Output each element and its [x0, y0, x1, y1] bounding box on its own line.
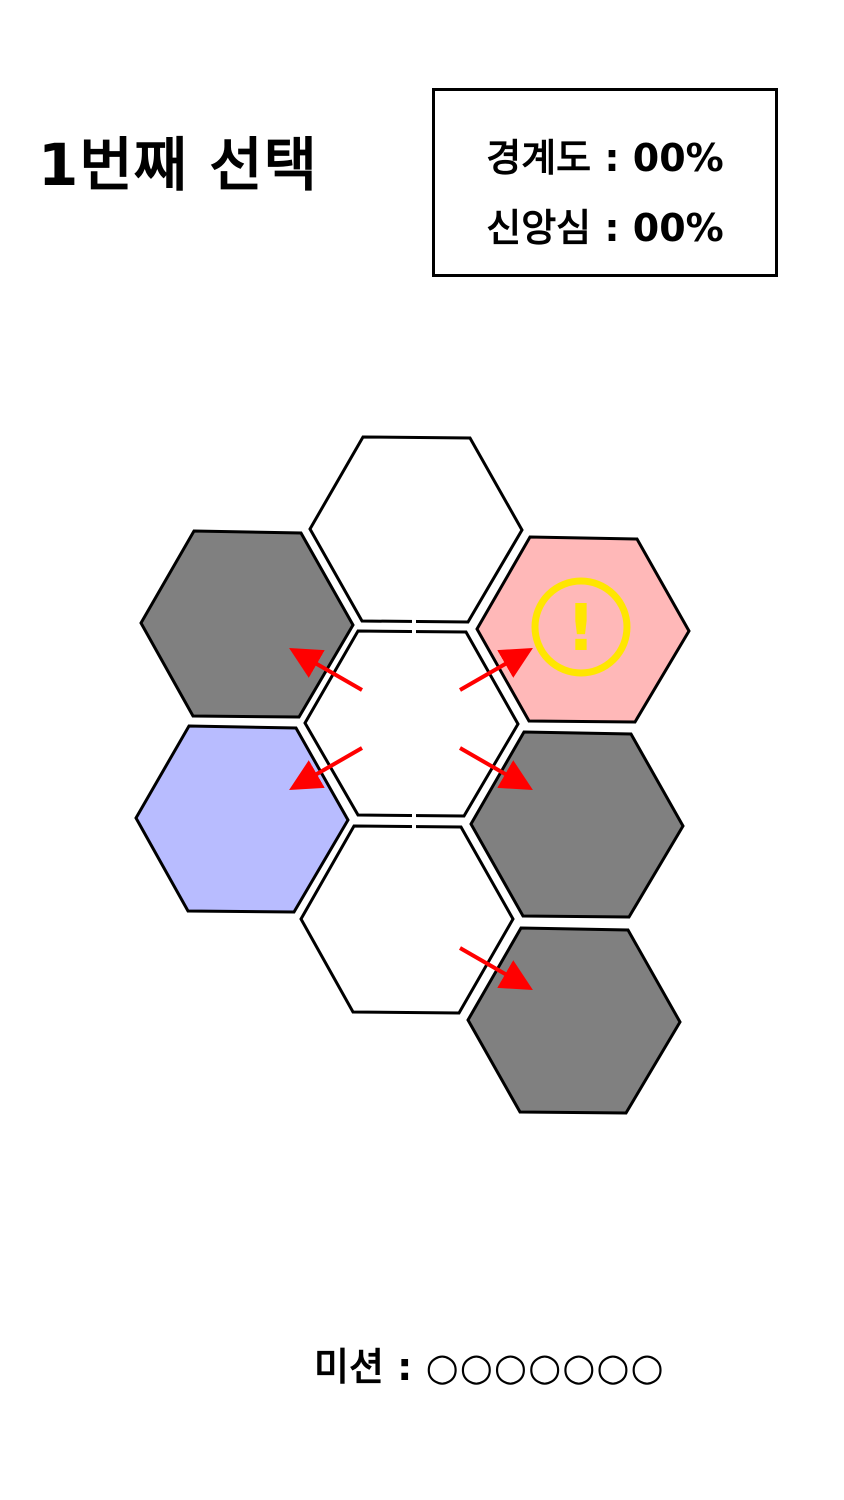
arrow-to-upper-left — [289, 648, 363, 692]
mission-label: 미션 — [314, 1345, 384, 1389]
move-arrows — [289, 648, 533, 990]
faith-value: 00% — [632, 206, 724, 250]
mission-bar: 미션 : ○○○○○○○ — [314, 1336, 665, 1391]
mission-separator: : — [397, 1345, 413, 1389]
arrow-to-lower-left — [289, 746, 363, 790]
warning-glyph: ! — [566, 592, 595, 666]
alert-stat: 경계도 : 00% — [435, 127, 775, 182]
faith-separator: : — [604, 206, 620, 250]
warning-icon: ! — [531, 577, 631, 677]
faith-stat: 신앙심 : 00% — [435, 197, 775, 252]
hex-tile-upper-left[interactable] — [139, 529, 355, 719]
stats-panel: 경계도 : 00% 신앙심 : 00% — [432, 88, 778, 277]
alert-separator: : — [604, 136, 620, 180]
faith-label: 신앙심 — [486, 206, 592, 250]
hex-tile-center[interactable] — [303, 629, 520, 818]
hex-tile-top-center[interactable] — [308, 435, 524, 624]
turn-title: 1번째 선택 — [38, 131, 318, 199]
arrow-to-upper-right — [459, 648, 533, 692]
hex-tile-lower-right[interactable] — [469, 730, 685, 919]
arrow-to-lower-right — [459, 746, 533, 790]
hex-tile-bottom-right[interactable] — [466, 926, 682, 1115]
arrow-to-bottom-right — [459, 946, 533, 990]
alert-value: 00% — [632, 136, 724, 180]
hex-tile-lower-left[interactable] — [134, 724, 350, 914]
alert-label: 경계도 — [486, 136, 592, 180]
hex-tile-bottom-center[interactable] — [299, 824, 515, 1015]
mission-progress: ○○○○○○○ — [425, 1345, 665, 1389]
